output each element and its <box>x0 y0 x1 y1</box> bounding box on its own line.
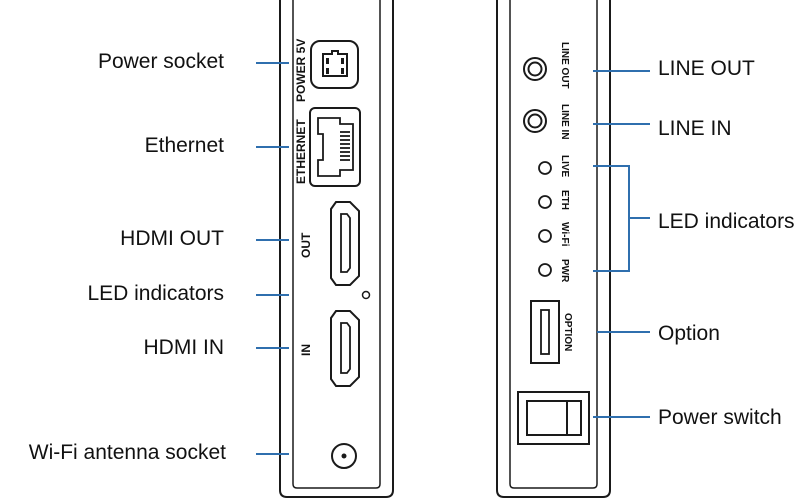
line-in-port-label: LINE IN <box>559 104 570 140</box>
led-live-label: LIVE <box>559 155 570 178</box>
callout-power-switch: Power switch <box>658 406 782 429</box>
power-switch <box>517 391 590 445</box>
callout-led-indicators-right: LED indicators <box>658 210 795 233</box>
line-out-jack <box>523 57 547 81</box>
callout-hdmi-in: HDMI IN <box>143 336 225 359</box>
led-eth <box>538 195 552 209</box>
led-wifi <box>538 229 552 243</box>
callout-led-indicators-left: LED indicators <box>87 282 224 305</box>
callout-hdmi-out: HDMI OUT <box>120 227 224 250</box>
ethernet-port <box>309 107 361 187</box>
line-in-jack <box>523 109 547 133</box>
led-live <box>538 161 552 175</box>
led-indicator <box>361 290 371 300</box>
hdmi-in-port <box>330 310 360 387</box>
callout-line-out: LINE OUT <box>658 57 755 80</box>
ethernet-port-label: ETHERNET <box>294 119 308 184</box>
callout-ethernet: Ethernet <box>144 134 224 157</box>
left-leader-lines <box>256 62 289 455</box>
power-socket-port <box>310 40 359 89</box>
option-port-label: OPTION <box>562 313 573 351</box>
led-wifi-label: Wi-Fi <box>559 222 570 247</box>
led-pwr-label: PWR <box>559 259 570 283</box>
hdmi-out-port <box>330 201 360 286</box>
callout-power-socket: Power socket <box>97 50 224 73</box>
callout-line-in: LINE IN <box>658 117 732 140</box>
right-leader-lines <box>593 70 650 418</box>
led-eth-label: ETH <box>559 190 570 210</box>
right-device-panel <box>496 0 611 498</box>
option-port <box>530 300 560 364</box>
callout-option: Option <box>658 322 720 345</box>
left-device-panel <box>279 0 394 498</box>
wifi-antenna-socket <box>331 443 357 469</box>
power-5v-port-label: POWER 5V <box>294 39 308 102</box>
led-pwr <box>538 263 552 277</box>
hdmi-out-port-label: OUT <box>299 232 313 258</box>
callout-wifi-antenna-socket: Wi-Fi antenna socket <box>28 441 226 464</box>
hdmi-in-port-label: IN <box>299 344 313 356</box>
line-out-port-label: LINE OUT <box>559 42 570 89</box>
